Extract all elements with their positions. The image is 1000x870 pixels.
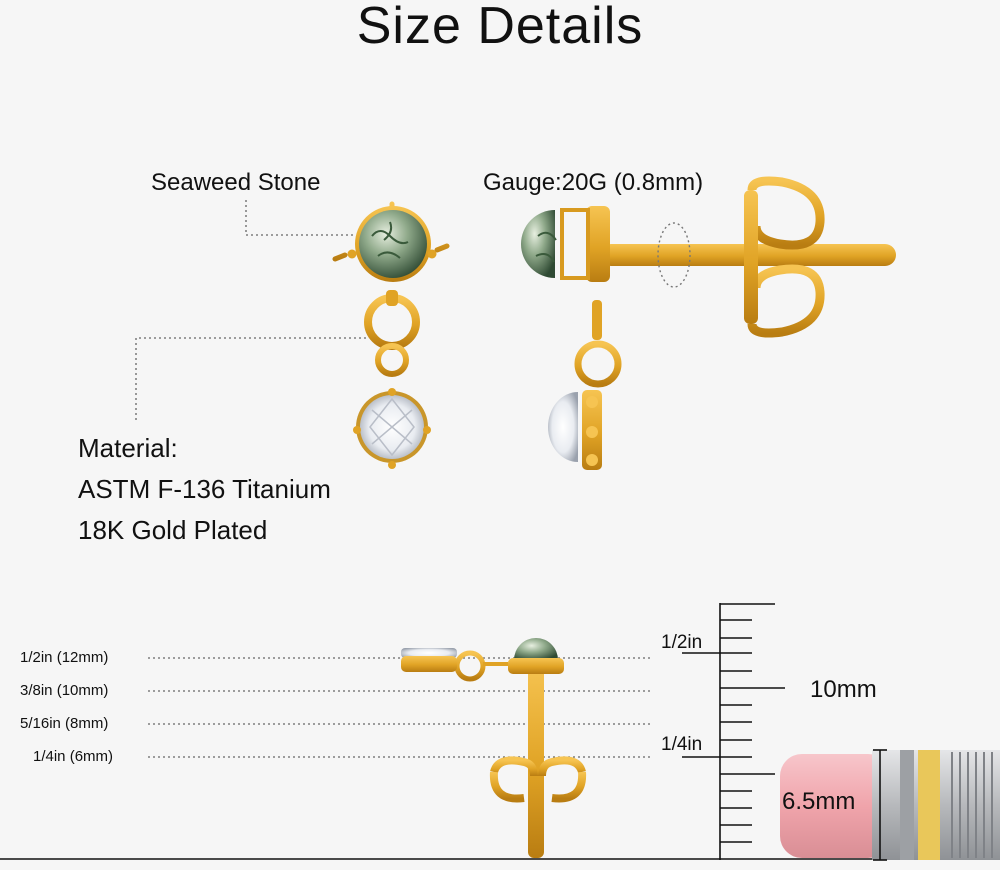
ruler-half-inch-label: 1/2in: [661, 632, 703, 653]
material-block: Material: ASTM F-136 Titanium 18K Gold P…: [78, 428, 331, 551]
material-heading: Material:: [78, 433, 178, 463]
ruler: [0, 603, 1000, 860]
page-title: Size Details: [356, 0, 644, 55]
measure-label-6mm: 1/4in (6mm): [33, 748, 114, 765]
measure-label-8mm: 5/16in (8mm): [20, 715, 109, 732]
eraser-diameter-label: 6.5mm: [782, 788, 856, 815]
material-plating: 18K Gold Plated: [78, 515, 268, 545]
earring-side-view: [521, 176, 896, 470]
ruler-span-label: 10mm: [810, 676, 877, 703]
earring-front-view: [332, 201, 450, 469]
measure-label-10mm: 3/8in (10mm): [20, 682, 109, 699]
gauge-label: Gauge:20G (0.8mm): [483, 169, 704, 196]
earring-scale-view: [401, 638, 587, 858]
stone-label: Seaweed Stone: [151, 169, 321, 196]
material-metal: ASTM F-136 Titanium: [78, 474, 331, 504]
leader-lines: [135, 200, 650, 758]
measure-label-12mm: 1/2in (12mm): [20, 649, 109, 666]
ruler-quarter-inch-label: 1/4in: [661, 734, 703, 755]
pencil-eraser: [780, 749, 1000, 861]
